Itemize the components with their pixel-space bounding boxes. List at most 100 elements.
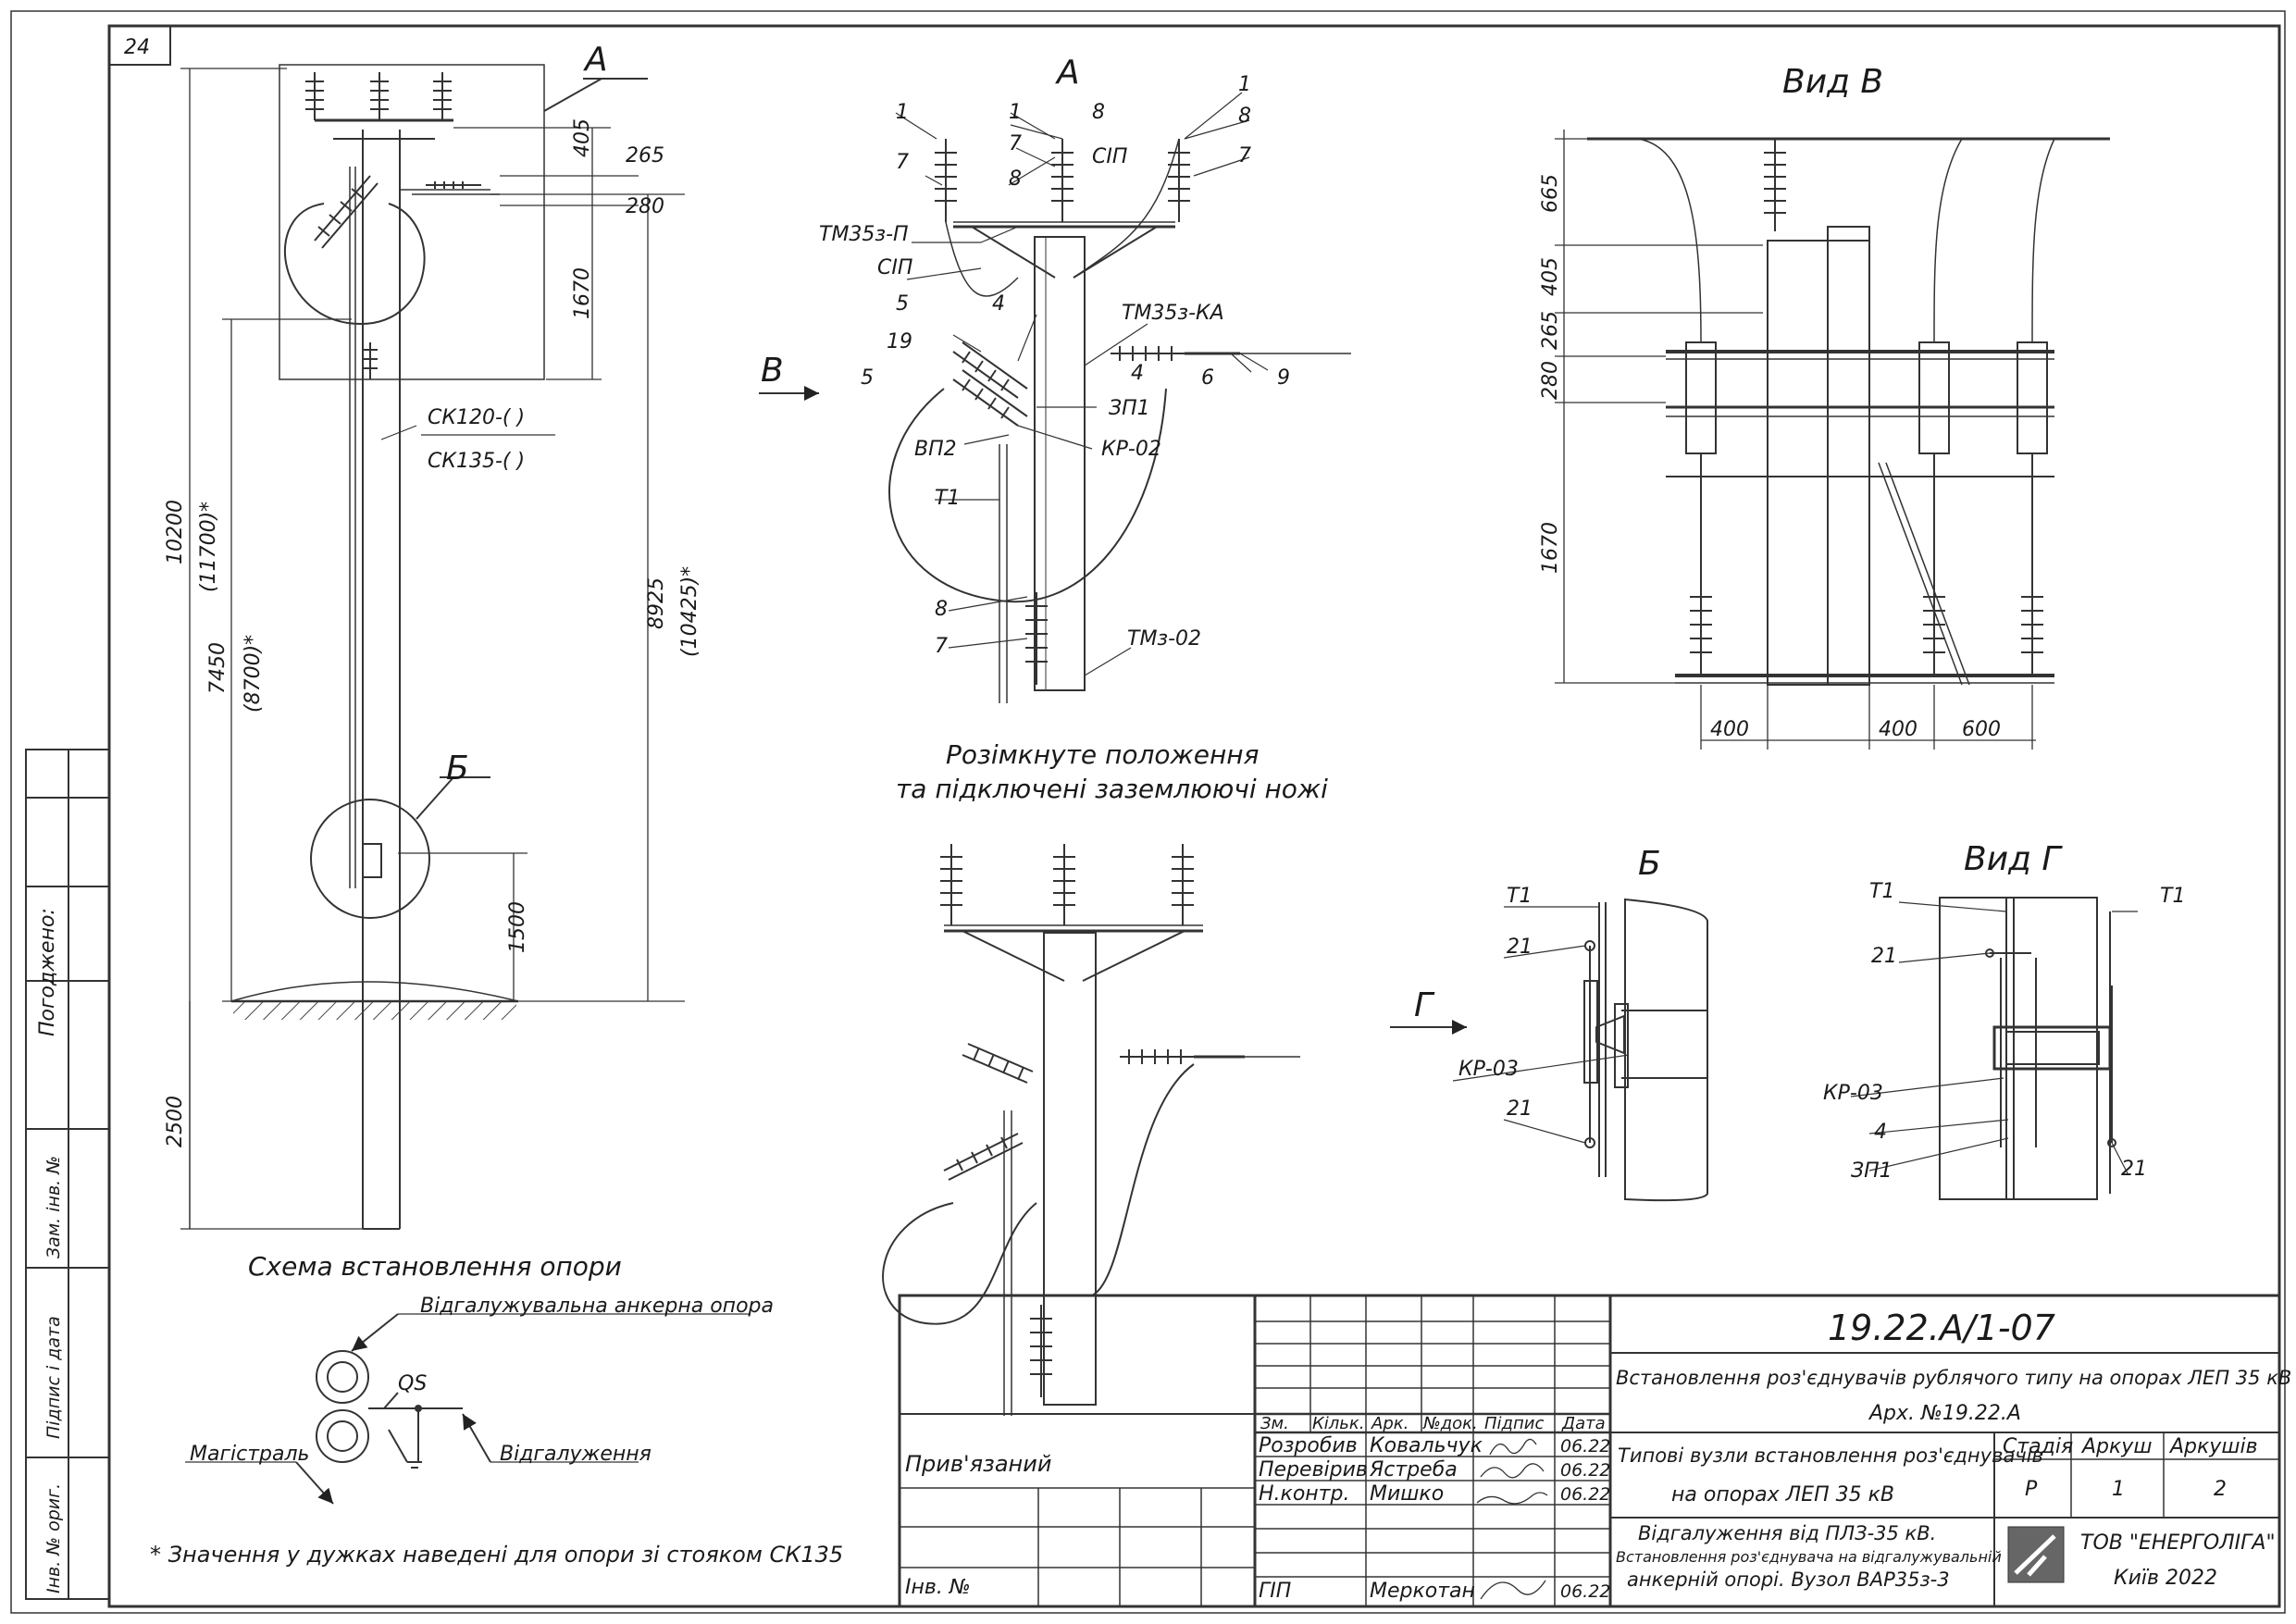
vv-280: 280 [1539, 361, 1562, 400]
dim-405: 405 [571, 118, 594, 157]
vg-t1a: Т1 [1869, 880, 1894, 903]
view-v-dimensions [1555, 130, 2036, 750]
dim-1500: 1500 [506, 901, 529, 953]
tb-sheets-h: Аркушів [2168, 1435, 2258, 1458]
sheet-number: 24 [124, 36, 150, 59]
vb-t1: Т1 [1507, 885, 1532, 908]
tb-doc-title-2: на опорах ЛЕП 35 кВ [1671, 1483, 1894, 1506]
va-8c: 8 [1009, 167, 1022, 191]
dim-8925: 8925 [645, 577, 668, 629]
tb-name-2: Мишко [1370, 1482, 1444, 1506]
tb-stage-h: Стадія [2003, 1435, 2073, 1458]
va-5b: 5 [861, 366, 874, 390]
va-tm35ka: ТМ35з-КА [1122, 302, 1224, 325]
tb-name-0: Ковальчук [1370, 1434, 1483, 1457]
side-agreed: Погоджено: [36, 908, 59, 1036]
vg-21b: 21 [2121, 1158, 2147, 1181]
main-line-label: Магістраль [190, 1443, 310, 1466]
side-replace-inv: Зам. інв. № [43, 1156, 64, 1258]
va-7d: 7 [935, 635, 948, 658]
side-stamp [25, 749, 110, 1600]
vg-t1b: Т1 [2160, 885, 2185, 908]
view-b-leaders [1452, 906, 1630, 1144]
side-sign-date: Підпис і дата [43, 1316, 64, 1439]
single-line-diagram [185, 1313, 750, 1505]
tb-role-0: Розробив [1259, 1434, 1358, 1457]
tb-date-3: 06.22 [1560, 1581, 1610, 1602]
va-tm35p: ТМ35з-П [819, 223, 909, 246]
tb-sheets: 2 [2214, 1478, 2227, 1501]
tb-h-ndoc: №док. [1422, 1414, 1478, 1433]
schema-caption: Схема встановлення опори [248, 1251, 622, 1282]
tb-name-1: Ястреба [1369, 1458, 1458, 1481]
tb-date-2: 06.22 [1560, 1484, 1610, 1505]
vv-600: 600 [1962, 718, 2001, 741]
tb-arch-no: Арх. №19.22.А [1868, 1402, 2021, 1425]
tb-doc-title-1: Типові вузли встановлення роз'єднувачів [1618, 1444, 2043, 1467]
dim-7450: 7450 [206, 642, 230, 694]
va-7a: 7 [896, 151, 909, 174]
tb-node-1: Відгалуження від ПЛЗ-35 кВ. [1638, 1522, 1936, 1544]
tb-company: ТОВ "ЕНЕРГОЛІГА" [2080, 1531, 2276, 1555]
tb-h-sign: Підпис [1484, 1414, 1544, 1433]
open-caption-1: Розімкнуте положення [946, 739, 1259, 770]
pole-label-sk120: СК120-( ) [428, 406, 525, 429]
va-5a: 5 [896, 292, 909, 316]
dim-280: 280 [626, 195, 664, 218]
va-1b: 1 [1009, 101, 1022, 124]
vb-kr03: КР-03 [1458, 1058, 1519, 1081]
vg-21a: 21 [1871, 945, 1897, 968]
callout-b: Б [446, 750, 469, 787]
va-1c: 1 [1238, 73, 1251, 96]
va-sip2: СІП [877, 256, 912, 279]
schema-dimensions [180, 68, 685, 1230]
qs-label: QS [398, 1372, 427, 1395]
va-8d: 8 [935, 598, 948, 621]
tb-h-ark: Арк. [1371, 1414, 1409, 1433]
view-a-title: А [1055, 54, 1080, 92]
va-tm02: ТМз-02 [1127, 627, 1201, 651]
tb-stage: Р [2025, 1478, 2038, 1501]
va-9: 9 [1277, 366, 1290, 390]
vg-zp1: ЗП1 [1851, 1159, 1893, 1183]
view-g-drawing [1939, 897, 2116, 1200]
title-block [898, 1294, 2281, 1608]
view-a-arrow-label: В [761, 352, 784, 390]
va-8a: 8 [1092, 101, 1105, 124]
va-t1: Т1 [935, 487, 960, 510]
tb-sheet-h: Аркуш [2080, 1435, 2152, 1458]
tb-inv-no: Інв. № [905, 1576, 971, 1599]
tb-main-title: Встановлення роз'єднувачів рублячого тип… [1616, 1367, 2291, 1389]
dim-8700: (8700)* [242, 635, 265, 713]
view-v-drawing [1587, 137, 2110, 686]
vv-400a: 400 [1710, 718, 1749, 741]
view-b-drawing [1390, 898, 1708, 1202]
tb-code: 19.22.А/1-07 [1828, 1308, 2055, 1348]
va-7c: 7 [1238, 144, 1251, 167]
tb-name-3: Меркотан [1370, 1580, 1475, 1603]
tb-node-3: анкерній опорі. Вузол ВАР35з-3 [1627, 1568, 1950, 1591]
open-caption-2: та підключені заземлюючі ножі [896, 774, 1328, 804]
footnote: * Значення у дужках наведені для опори з… [150, 1542, 843, 1568]
va-4a: 4 [992, 292, 1005, 316]
va-6: 6 [1201, 366, 1214, 390]
vv-405: 405 [1539, 257, 1562, 296]
view-a-leaders [895, 92, 1269, 676]
view-g-title: Вид Г [1964, 840, 2063, 878]
tb-node-2: Встановлення роз'єднувача на відгалужува… [1616, 1548, 2002, 1566]
va-1a: 1 [896, 101, 909, 124]
tb-role-1: Перевірив [1259, 1458, 1368, 1481]
dim-1670: 1670 [571, 267, 594, 319]
vg-kr03: КР-03 [1823, 1082, 1883, 1105]
va-sip1: СІП [1092, 145, 1127, 168]
open-position-drawing [882, 844, 1300, 1416]
dim-265: 265 [626, 144, 664, 167]
tb-date-0: 06.22 [1560, 1436, 1610, 1457]
tb-h-date: Дата [1561, 1414, 1606, 1433]
pole-schema [230, 64, 648, 1230]
dim-2500: 2500 [164, 1096, 187, 1147]
view-g-leaders [1850, 901, 2138, 1176]
va-4b: 4 [1131, 362, 1144, 385]
vv-400b: 400 [1879, 718, 1917, 741]
